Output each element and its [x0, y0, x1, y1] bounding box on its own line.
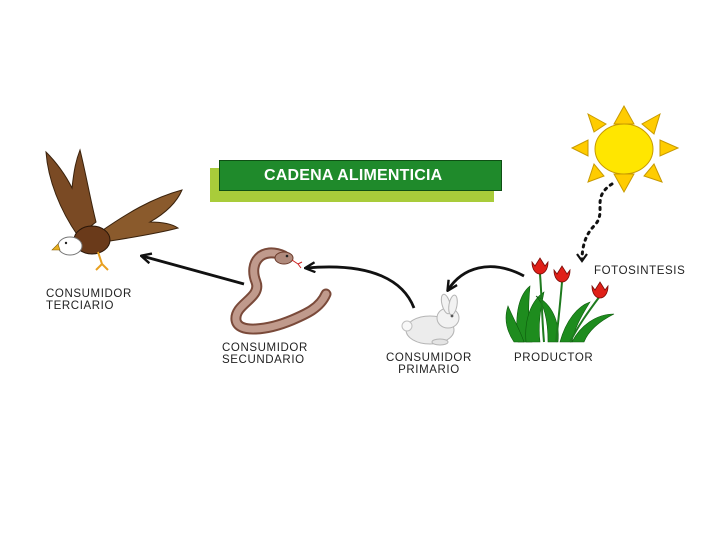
tulips-icon — [505, 257, 615, 343]
label-secondary-consumer: CONSUMIDOR SECUNDARIO — [222, 342, 308, 366]
arrow-secondary-to-tertiary — [142, 256, 245, 286]
sun-icon — [570, 104, 680, 194]
label-photosynthesis: FOTOSINTESIS — [594, 265, 686, 277]
diagram-title: CADENA ALIMENTICIA — [219, 160, 502, 191]
sunlight-arrow — [576, 182, 614, 263]
label-producer: PRODUCTOR — [514, 352, 594, 364]
rabbit-icon — [401, 293, 460, 346]
label-tertiary-consumer: CONSUMIDOR TERCIARIO — [46, 288, 132, 312]
arrow-primary-to-secondary — [306, 267, 416, 309]
label-primary-consumer: CONSUMIDOR PRIMARIO — [386, 352, 472, 376]
eagle-icon — [45, 148, 183, 271]
arrow-producer-to-primary — [448, 265, 525, 290]
snake-icon — [230, 247, 332, 335]
